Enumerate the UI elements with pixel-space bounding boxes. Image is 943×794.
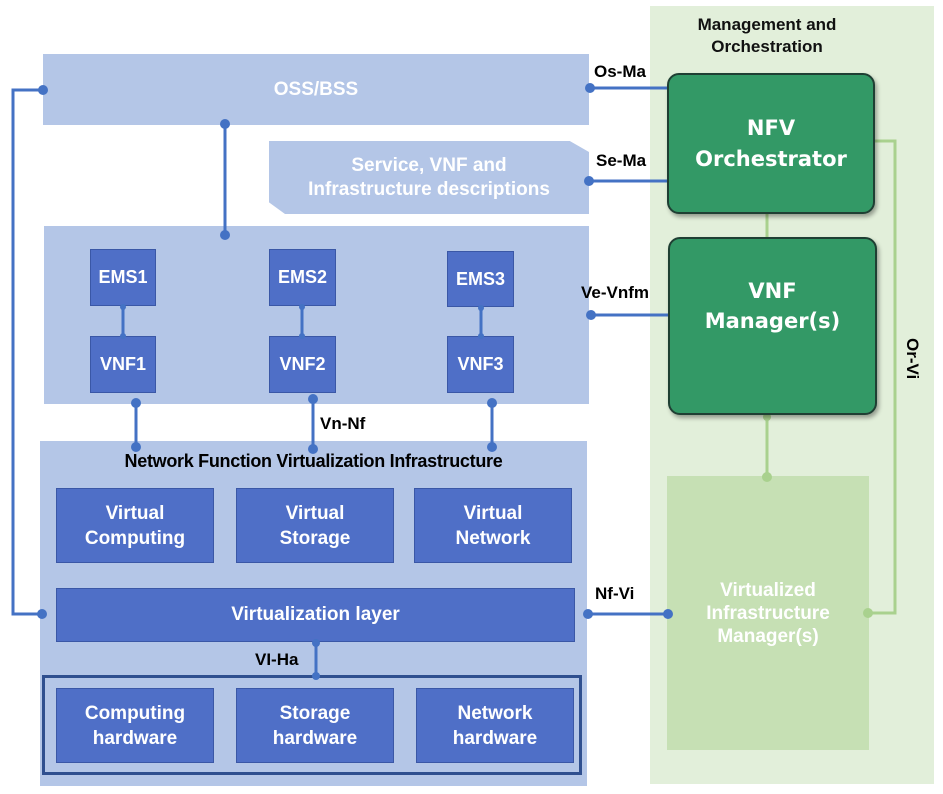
virtual-storage-line1: Virtual [285, 502, 345, 524]
vnf-manager-box[interactable]: VNF Manager(s) [668, 237, 877, 415]
oss-bss-box[interactable]: OSS/BSS [43, 54, 589, 125]
descriptions-line2: Infrastructure descriptions [308, 178, 550, 200]
ems2-box[interactable]: EMS2 [269, 249, 336, 306]
nf-vi-label: Nf-Vi [595, 584, 635, 603]
vi-ha-label: VI-Ha [255, 650, 299, 669]
nfvi-title: Network Function Virtualization Infrastr… [124, 451, 503, 471]
nfv-orchestrator-box[interactable]: NFV Orchestrator [667, 73, 875, 214]
vn-nf-label: Vn-Nf [320, 414, 366, 433]
storage-hardware-line2: hardware [272, 727, 358, 749]
oss-to-nfvi-line [11, 88, 43, 616]
vnfm-line2: Manager(s) [704, 309, 841, 333]
ve-vnfm-label: Ve-Vnfm [581, 283, 650, 302]
vnf3-label: VNF3 [457, 354, 504, 374]
ems1-label: EMS1 [98, 267, 148, 287]
virtual-computing-line1: Virtual [105, 502, 165, 524]
virtual-network-line2: Network [455, 527, 531, 549]
vim-line1: Virtualized [720, 579, 816, 601]
nfvo-line1: NFV [746, 116, 796, 141]
vnf1-box[interactable]: VNF1 [90, 336, 156, 393]
oss-bss-label: OSS/BSS [273, 78, 359, 100]
network-hardware-box[interactable]: Network hardware [416, 688, 574, 763]
or-vi-label: Or-Vi [903, 338, 922, 380]
vnfm-line1: VNF [748, 278, 797, 303]
network-hardware-line2: hardware [452, 727, 538, 749]
virtual-network-line1: Virtual [463, 502, 523, 524]
computing-hardware-box[interactable]: Computing hardware [56, 688, 214, 763]
vnf1-label: VNF1 [99, 354, 146, 374]
mano-title-line1: Management and [697, 15, 837, 34]
os-ma-label: Os-Ma [594, 62, 646, 81]
computing-hardware-line1: Computing [84, 702, 186, 724]
ems3-box[interactable]: EMS3 [447, 251, 514, 307]
storage-hardware-line1: Storage [279, 702, 351, 724]
descriptions-box[interactable]: Service, VNF and Infrastructure descript… [269, 141, 589, 214]
ems2-label: EMS2 [277, 267, 328, 287]
ems1-box[interactable]: EMS1 [90, 249, 156, 306]
network-hardware-line1: Network [457, 702, 533, 724]
vnf2-box[interactable]: VNF2 [269, 336, 336, 393]
storage-hardware-box[interactable]: Storage hardware [236, 688, 394, 763]
vnf3-box[interactable]: VNF3 [447, 336, 514, 393]
ems3-label: EMS3 [455, 268, 506, 289]
vnf2-label: VNF2 [279, 354, 326, 374]
virtual-computing-line2: Computing [84, 527, 186, 549]
computing-hardware-line2: hardware [92, 727, 178, 749]
descriptions-line1: Service, VNF and [351, 154, 507, 176]
se-ma-label: Se-Ma [596, 151, 647, 170]
vim-line2: Infrastructure [706, 602, 830, 624]
mano-title: Management and Orchestration [662, 14, 872, 58]
nfvo-line2: Orchestrator [695, 146, 847, 171]
mano-title-line2: Orchestration [711, 37, 823, 56]
vim-box[interactable]: Virtualized Infrastructure Manager(s) [667, 476, 869, 750]
virtual-storage-line2: Storage [279, 527, 351, 549]
virtualization-layer-box[interactable]: Virtualization layer [56, 588, 575, 642]
virtualization-layer-label: Virtualization layer [231, 604, 400, 625]
vim-line3: Manager(s) [717, 625, 819, 647]
